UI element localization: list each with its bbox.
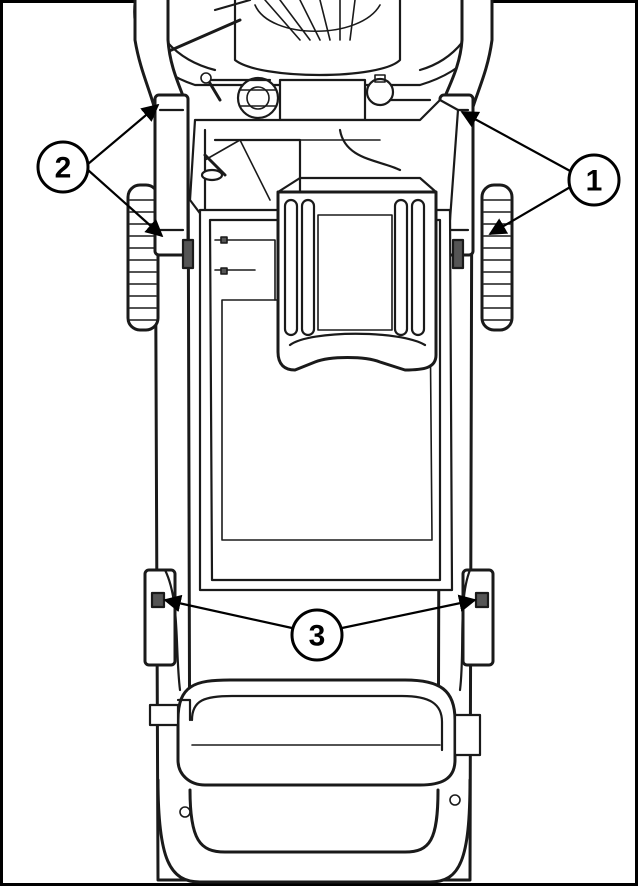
right-wheel xyxy=(480,183,514,332)
callout-3: 3 xyxy=(163,594,477,662)
callout-1-arrow-lower xyxy=(488,185,573,235)
callout-3-label: 3 xyxy=(309,620,326,653)
callout-3-arrow-right xyxy=(341,594,477,630)
callout-1-label: 1 xyxy=(586,165,603,198)
callout-2-arrow-lower xyxy=(87,169,164,238)
callout-1-arrow-upper xyxy=(460,111,573,173)
callout-3-arrow-left xyxy=(163,594,293,630)
lower-tubes xyxy=(143,568,495,818)
battery-cover xyxy=(276,176,438,372)
callout-2-arrow-upper xyxy=(87,103,160,165)
callout-3-circle xyxy=(290,608,344,662)
callout-2: 2 xyxy=(36,103,164,238)
callout-2-label: 2 xyxy=(55,152,72,185)
callout-1-circle xyxy=(567,153,621,207)
callout-2-circle xyxy=(36,140,90,194)
callout-1: 1 xyxy=(460,111,621,235)
